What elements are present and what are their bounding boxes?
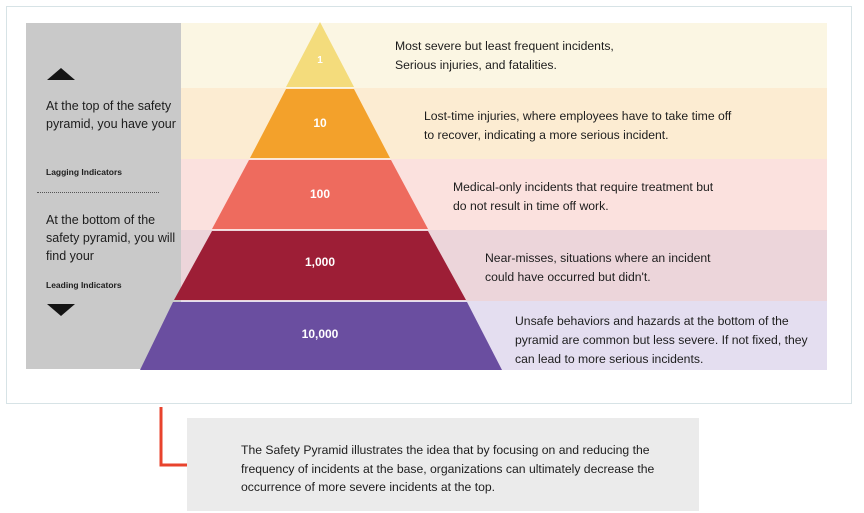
summary-note-text: The Safety Pyramid illustrates the idea …: [241, 443, 655, 494]
tier-1-count: 1: [317, 55, 323, 66]
tier-5-count: 10,000: [301, 327, 339, 341]
pyramid-tier-4: [174, 231, 466, 300]
pyramid-tier-1: [286, 22, 354, 87]
lagging-indicators-label: Lagging Indicators: [46, 167, 123, 177]
indicator-side-panel: At the top of the safety pyramid, you ha…: [26, 23, 181, 369]
pyramid-tier-3: [212, 160, 428, 229]
arrow-up-icon: [47, 68, 75, 80]
tier-1-description: Most severe but least frequent incidents…: [395, 39, 614, 72]
tier-4-count: 1,000: [304, 255, 336, 269]
tier-3-count: 100: [309, 187, 331, 201]
tier-2-description: Lost-time injuries, where employees have…: [424, 109, 732, 142]
tier-5-description: Unsafe behaviors and hazards at the bott…: [515, 314, 808, 366]
leading-indicators-label: Leading Indicators: [46, 280, 122, 290]
pyramid-tier-2: [250, 89, 390, 158]
top-explanation-text: At the top of the safety pyramid, you ha…: [46, 99, 176, 131]
tier-2-count: 10: [313, 116, 327, 130]
tier-3-description: Medical-only incidents that require trea…: [453, 180, 714, 213]
level-band-1: [181, 23, 827, 88]
arrow-down-icon: [47, 304, 75, 316]
bottom-explanation-text: At the bottom of the safety pyramid, you…: [46, 213, 176, 263]
tier-4-description: Near-misses, situations where an inciden…: [485, 251, 711, 284]
summary-note: The Safety Pyramid illustrates the idea …: [187, 418, 699, 511]
dotted-divider: [37, 192, 159, 193]
pyramid-tier-5: [140, 302, 502, 370]
